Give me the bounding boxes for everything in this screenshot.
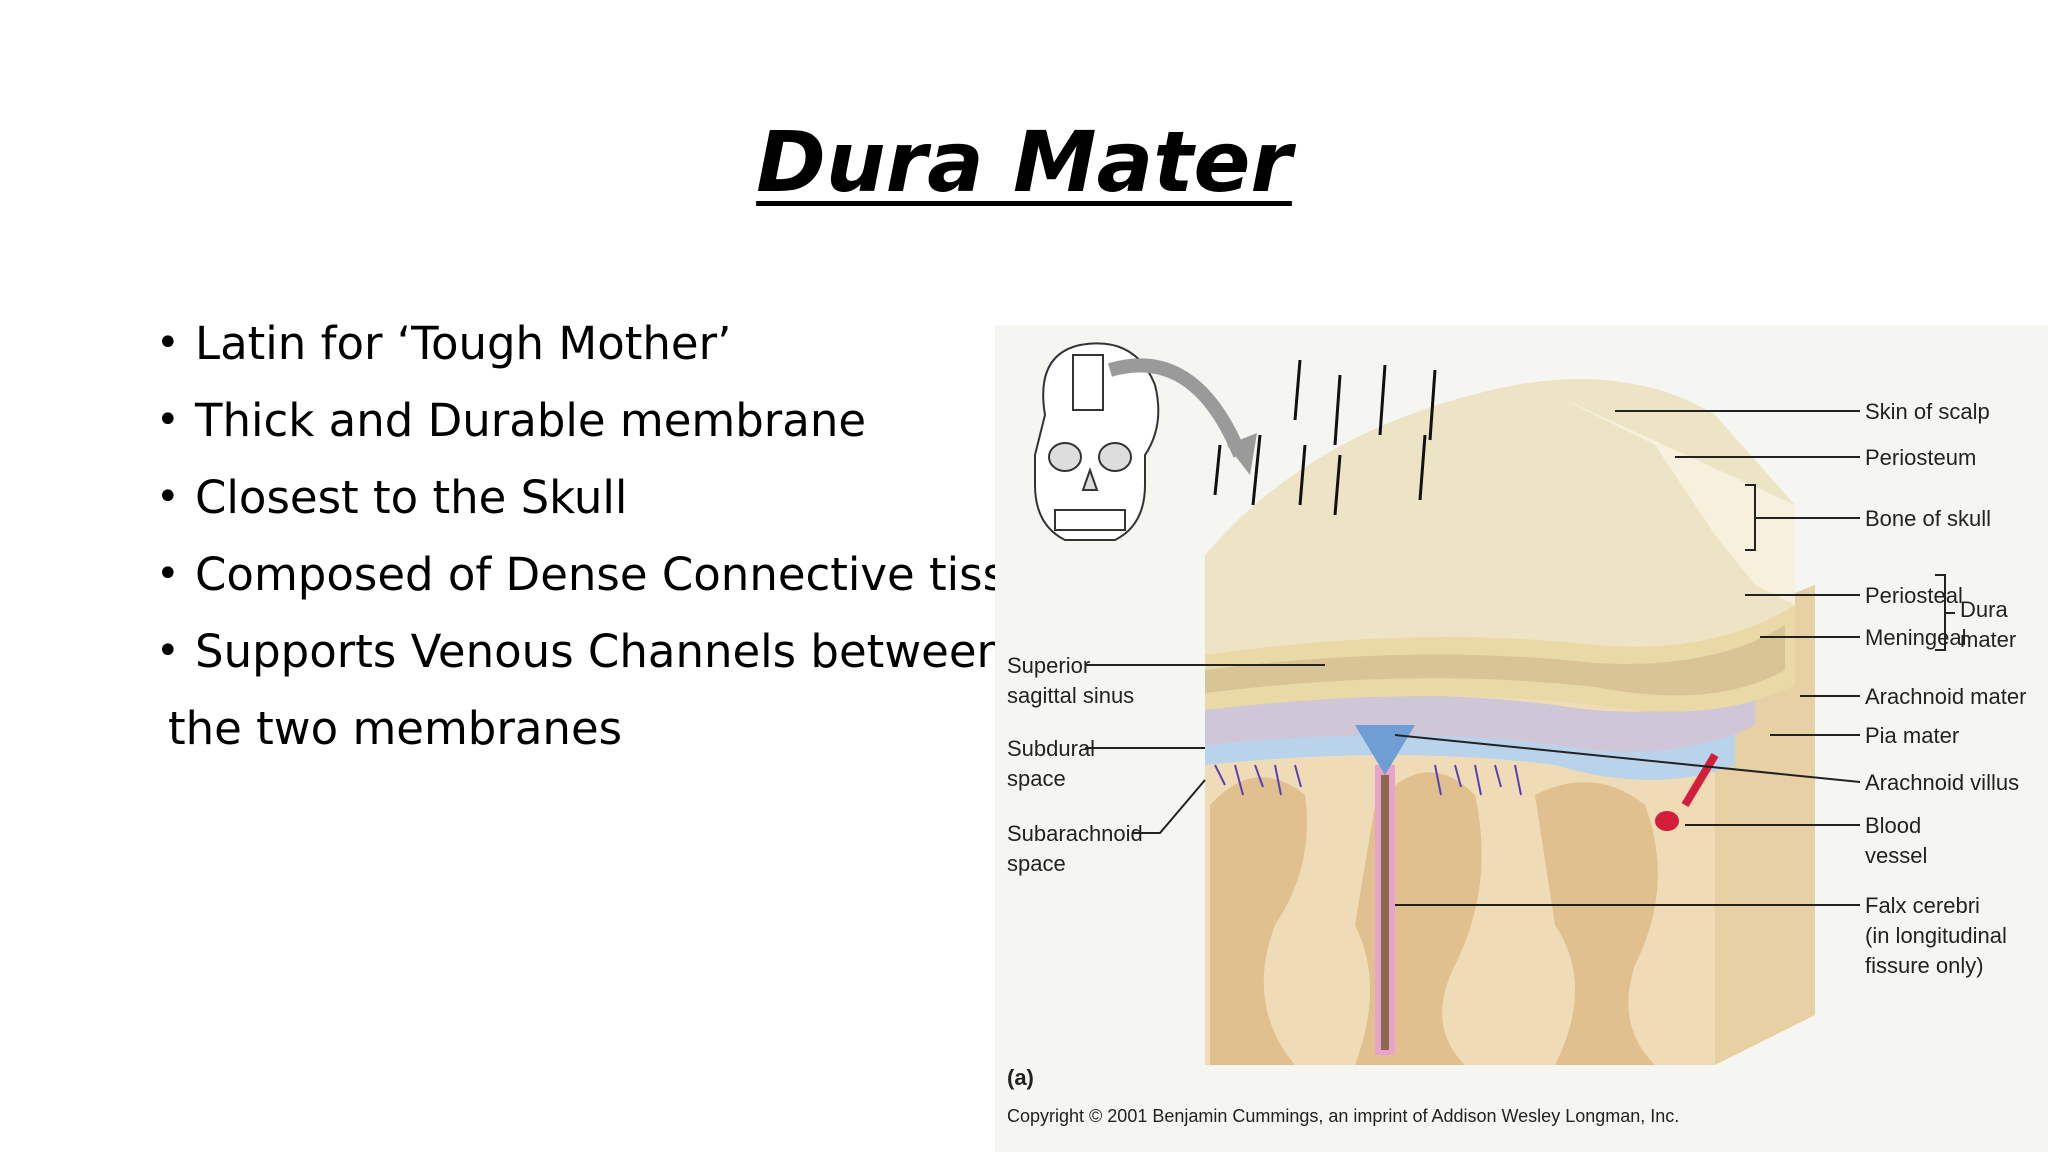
bullet-item: Composed of Dense Connective tissue <box>150 536 1062 613</box>
label-superior: Superior <box>1007 653 1090 678</box>
copyright-text: Copyright © 2001 Benjamin Cummings, an i… <box>1007 1106 1679 1126</box>
label-bone-of-skull: Bone of skull <box>1865 506 1991 531</box>
meninges-figure: Skin of scalp Periosteum Bone of skull P… <box>995 325 2048 1152</box>
label-sagittal-sinus: sagittal sinus <box>1007 683 1134 708</box>
label-falx-cerebri: Falx cerebri <box>1865 893 1980 918</box>
bullet-continuation: the two membranes <box>168 702 623 755</box>
label-periosteum: Periosteum <box>1865 445 1976 470</box>
label-skin-of-scalp: Skin of scalp <box>1865 399 1990 424</box>
bullet-item: Latin for ‘Tough Mother’ <box>150 305 1010 382</box>
label-meningeal: Meningeal <box>1865 625 1967 650</box>
label-falx-note-1: (in longitudinal <box>1865 923 2007 948</box>
label-subarachnoid: Subarachnoid <box>1007 821 1143 846</box>
bullet-list: Latin for ‘Tough Mother’ Thick and Durab… <box>150 305 1062 767</box>
label-arachnoid-villus: Arachnoid villus <box>1865 770 2019 795</box>
label-mater: mater <box>1960 627 2016 652</box>
arrow-icon <box>1108 358 1247 458</box>
label-subdural-space: space <box>1007 766 1066 791</box>
bullet-item: Thick and Durable membrane <box>150 382 1010 459</box>
bullet-item: Supports Venous Channels between <box>150 613 1010 690</box>
label-arachnoid-mater: Arachnoid mater <box>1865 684 2026 709</box>
label-dura: Dura <box>1960 597 2008 622</box>
label-subarachnoid-space: space <box>1007 851 1066 876</box>
bullet-item: Closest to the Skull <box>150 459 1010 536</box>
meninges-layers <box>1205 359 1815 1065</box>
label-subdural: Subdural <box>1007 736 1095 761</box>
label-periosteal: Periosteal <box>1865 583 1963 608</box>
skull-icon <box>1034 342 1160 541</box>
label-pia-mater: Pia mater <box>1865 723 1959 748</box>
panel-letter: (a) <box>1007 1065 1034 1090</box>
slide-title: Dura Mater <box>756 113 1292 211</box>
meninges-illustration: Skin of scalp Periosteum Bone of skull P… <box>1007 342 2026 1126</box>
label-falx-note-2: fissure only) <box>1865 953 1984 978</box>
leader-lines <box>1085 410 1955 906</box>
label-vessel: vessel <box>1865 843 1927 868</box>
label-blood: Blood <box>1865 813 1921 838</box>
arrow-head-icon <box>1227 433 1257 475</box>
